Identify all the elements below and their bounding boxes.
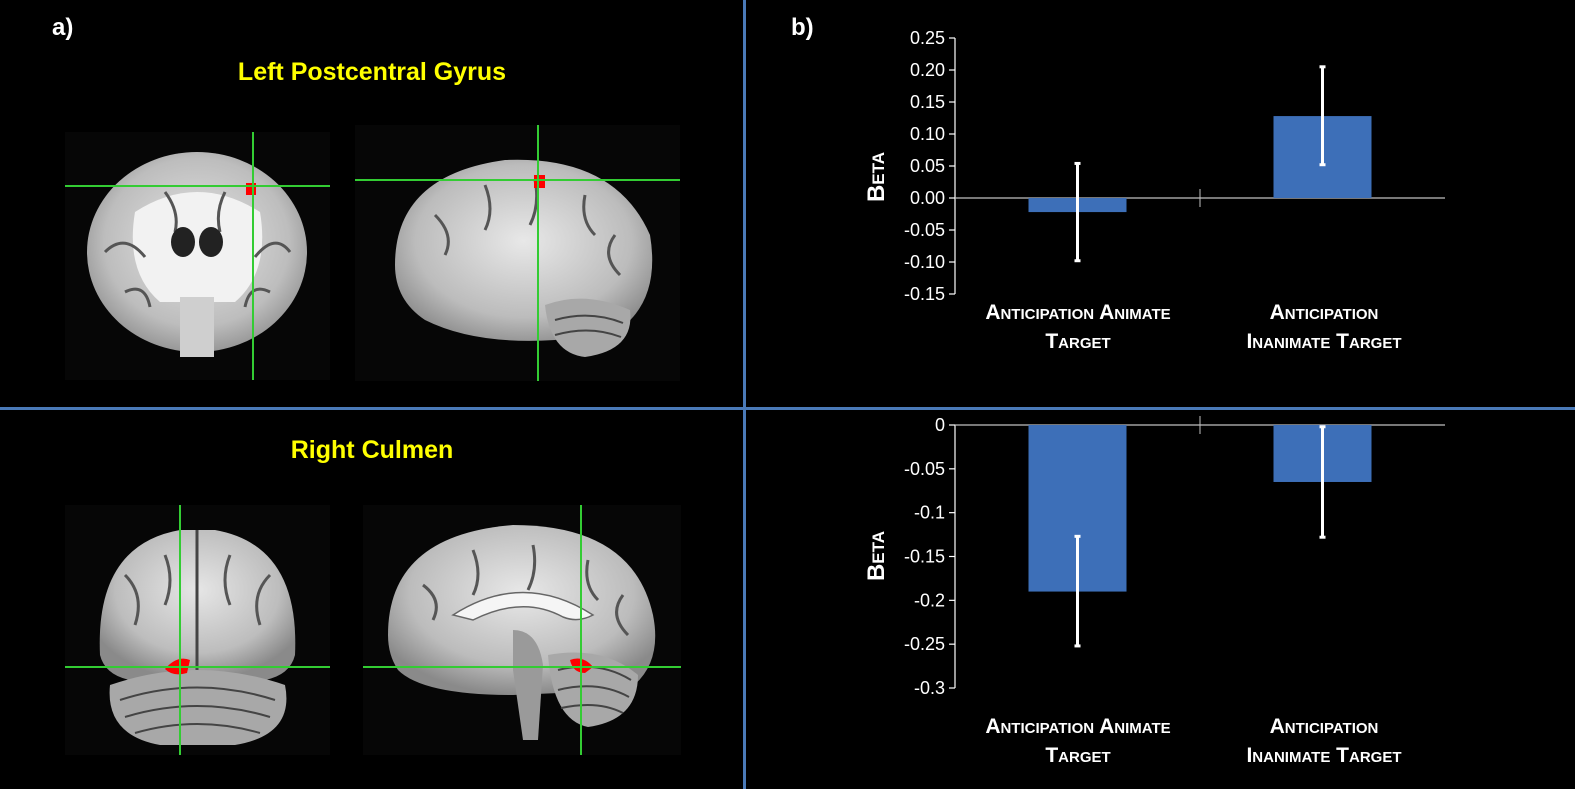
chart-top-y-tick-label: 0.15: [910, 92, 945, 112]
chart-bottom-category-0-line-0: Anticipation Animate: [985, 715, 1171, 738]
cerebellum-folia: [119, 686, 276, 734]
cerebellum: [545, 298, 631, 357]
ventricle-right: [199, 227, 223, 257]
sulci: [433, 179, 622, 277]
chart-top-category-0-line-0: Anticipation Animate: [985, 301, 1171, 324]
brain-coronal-top-image: [65, 132, 330, 380]
cerebellum: [548, 652, 638, 727]
brain-sagittal-top: [355, 125, 680, 381]
chart-top-category-1-line-0: Anticipation: [1269, 301, 1379, 324]
chart-top-y-tick-label: 0.10: [910, 124, 945, 144]
brain-coronal-bottom-image: [65, 505, 330, 755]
chart-top-category-1-line-1: Inanimate Target: [1246, 330, 1402, 353]
chart-bottom-y-tick-label: -0.3: [914, 678, 945, 698]
chart-bottom-y-tick-label: 0: [935, 415, 945, 435]
brain-sagittal-top-image: [355, 125, 680, 381]
chart-bottom-y-tick-label: -0.2: [914, 590, 945, 610]
sulci: [422, 544, 630, 637]
chart-bottom-category-1: Anticipation Inanimate Target: [1174, 712, 1474, 770]
sulci: [103, 191, 292, 308]
cortex-shape: [395, 159, 653, 341]
chart-top-category-0-line-1: Target: [1045, 330, 1111, 353]
activation-spot: [246, 183, 256, 195]
activation-spot: [534, 175, 545, 188]
brainstem: [513, 630, 543, 740]
chart-bottom-category-0-line-1: Target: [1045, 744, 1111, 767]
region-title-top: Left Postcentral Gyrus: [237, 58, 507, 86]
chart-bottom-y-tick-label: -0.15: [904, 547, 945, 567]
vertical-divider: [743, 0, 746, 789]
brain-coronal-bottom: [65, 505, 330, 755]
brain-sagittal-bottom-image: [363, 505, 681, 755]
white-matter: [132, 192, 263, 302]
chart-top-svg: 0.25 0.20 0.15 0.10 0.05 0.00 -0.05 -0.10 -0.15: [904, 28, 1445, 304]
chart-bottom-y-tick-label: -0.25: [904, 634, 945, 654]
chart-top-y-tick-label: 0.25: [910, 28, 945, 48]
cerebellum-folia: [554, 314, 624, 338]
chart-top-category-1: Anticipation Inanimate Target: [1174, 298, 1474, 356]
chart-top-y-tick-label: 0.05: [910, 156, 945, 176]
chart-top-category-0: Anticipation Animate Target: [928, 298, 1228, 356]
sulci: [123, 554, 272, 626]
chart-bottom-category-1-line-1: Inanimate Target: [1246, 744, 1402, 767]
chart-bottom-category-1-line-0: Anticipation: [1269, 715, 1379, 738]
chart-top-y-tick-label: -0.15: [904, 284, 945, 304]
cerebellum: [109, 670, 287, 745]
brain-coronal-top: [65, 132, 330, 380]
brainstem: [180, 297, 214, 357]
ventricle-left: [171, 227, 195, 257]
panel-b-label: b): [791, 14, 814, 41]
panel-a-label: a): [52, 14, 74, 41]
region-title-bottom: Right Culmen: [290, 436, 454, 464]
chart-top-y-tick-label: 0.20: [910, 60, 945, 80]
chart-bottom-y-tick-label: -0.1: [914, 503, 945, 523]
chart-bottom-category-0: Anticipation Animate Target: [928, 712, 1228, 770]
horizontal-divider: [0, 407, 1575, 410]
chart-top-y-tick-label: -0.05: [904, 220, 945, 240]
chart-top-y-tick-label: -0.10: [904, 252, 945, 272]
brain-sagittal-bottom: [363, 505, 681, 755]
chart-bottom-y-tick-label: -0.05: [904, 459, 945, 479]
chart-top-y-tick-label: 0.00: [910, 188, 945, 208]
